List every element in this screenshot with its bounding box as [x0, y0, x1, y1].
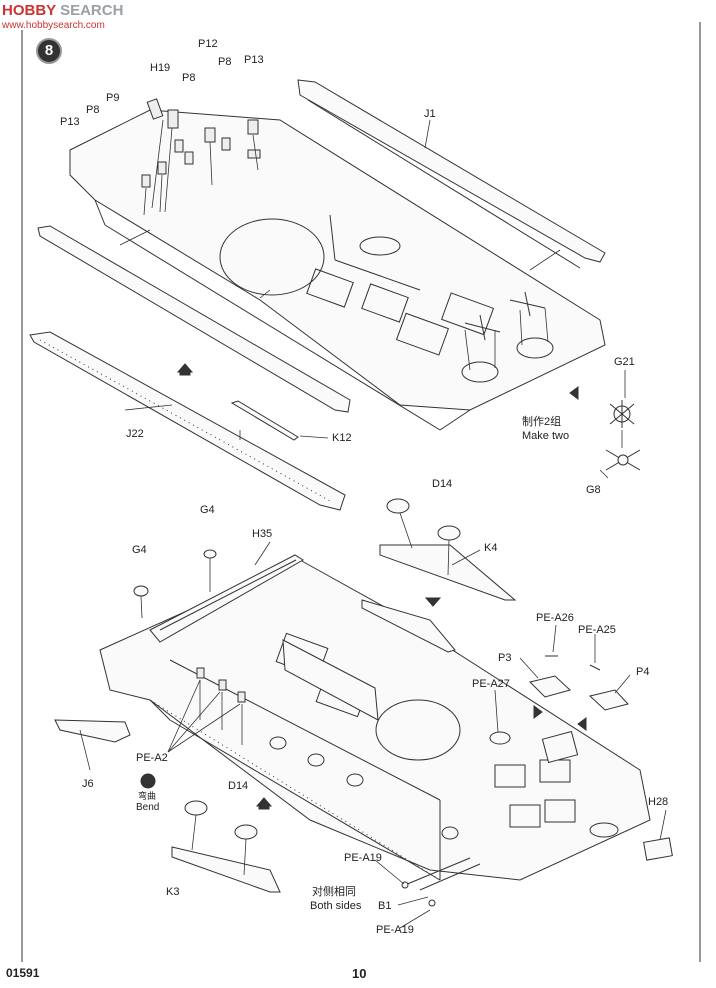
direction-arrow-left [569, 386, 579, 400]
label-g4-b: G4 [132, 544, 147, 556]
upper-hull-part [69, 98, 606, 431]
part-d14-b1 [184, 800, 208, 816]
small-crosses-upper [464, 291, 546, 341]
product-code: 01591 [6, 966, 40, 980]
part-j6 [54, 719, 131, 743]
label-bend-cn: 弯曲 [138, 791, 157, 801]
label-p3: P3 [498, 652, 512, 664]
part-p3 [529, 675, 571, 698]
page-number: 10 [352, 966, 367, 981]
direction-arrow-down [424, 597, 442, 607]
label-p4: P4 [636, 666, 650, 678]
label-j1: J1 [424, 108, 436, 120]
direction-arrow-right-lower [533, 705, 543, 719]
label-pe-a25: PE-A25 [578, 624, 616, 636]
label-make-two-cn: 制作2组 [522, 416, 562, 428]
label-h28: H28 [648, 796, 669, 808]
label-both-sides-cn: 对侧相同 [312, 886, 356, 898]
part-plate-left [282, 639, 379, 721]
hatch-group [541, 730, 673, 861]
bend-icon [140, 773, 156, 789]
lower-hull-part [99, 559, 651, 881]
label-p13-b: P13 [60, 116, 80, 128]
direction-arrow-up-lower [255, 797, 273, 810]
label-p8-a: P8 [182, 72, 196, 84]
label-pe-a19-a: PE-A19 [344, 852, 382, 864]
label-k4: K4 [484, 542, 498, 554]
label-g8: G8 [586, 484, 601, 496]
label-j6: J6 [82, 778, 94, 790]
label-bend-en: Bend [136, 802, 160, 813]
label-d14-a: D14 [432, 478, 453, 490]
part-g4-b [133, 585, 149, 597]
part-h35 [149, 554, 304, 643]
part-d14-a1 [386, 498, 410, 514]
label-p8-c: P8 [86, 104, 100, 116]
label-j22: J22 [126, 428, 144, 440]
label-make-two-en: Make two [522, 430, 570, 442]
label-k12: K12 [332, 432, 352, 444]
label-d14-b: D14 [228, 780, 249, 792]
label-g4-a: G4 [200, 504, 215, 516]
label-k3: K3 [166, 886, 180, 898]
label-h19: H19 [150, 62, 171, 74]
part-pe-a27 [489, 731, 511, 745]
label-p9: P9 [106, 92, 120, 104]
label-h35: H35 [252, 528, 273, 540]
watermark-logo: HOBBY SEARCH [2, 2, 123, 19]
part-b1-assembly [401, 857, 481, 907]
label-pe-a19-b: PE-A19 [376, 924, 414, 936]
label-p12: P12 [198, 38, 218, 50]
label-pe-a2: PE-A2 [136, 752, 168, 764]
part-side-strip [37, 225, 351, 413]
label-p13-a: P13 [244, 54, 264, 66]
part-g8 [605, 449, 641, 471]
part-j1 [297, 79, 606, 269]
part-pe-a2-2 [218, 679, 227, 691]
label-pe-a27: PE-A27 [472, 678, 510, 690]
part-k12 [230, 400, 299, 441]
watermark-brand-a: HOBBY [2, 2, 56, 19]
direction-arrow-left-lower [577, 717, 587, 731]
part-k4 [379, 544, 517, 601]
upper-arrows [119, 119, 561, 440]
part-g4-a [203, 549, 217, 559]
part-g21 [609, 400, 635, 428]
leader-lines [79, 119, 667, 929]
label-p8-b: P8 [218, 56, 232, 68]
part-d14-b2 [234, 824, 258, 840]
label-b1: B1 [378, 900, 392, 912]
part-pe-a25 [589, 664, 601, 671]
part-p4 [588, 689, 629, 711]
watermark-brand-b: SEARCH [60, 2, 124, 19]
watermark-site: www.hobbysearch.com [2, 20, 105, 31]
part-k3 [171, 846, 281, 893]
direction-arrow-up [176, 363, 194, 376]
label-g21: G21 [614, 356, 635, 368]
label-pe-a26: PE-A26 [536, 612, 574, 624]
part-d14-a2 [437, 525, 461, 541]
part-j22 [29, 331, 346, 511]
label-both-sides-en: Both sides [310, 900, 362, 912]
part-plate-mid [361, 599, 456, 653]
part-pe-a2-3 [237, 691, 246, 703]
step-number-badge: 8 [36, 38, 62, 64]
part-pe-a2-1 [196, 667, 205, 679]
